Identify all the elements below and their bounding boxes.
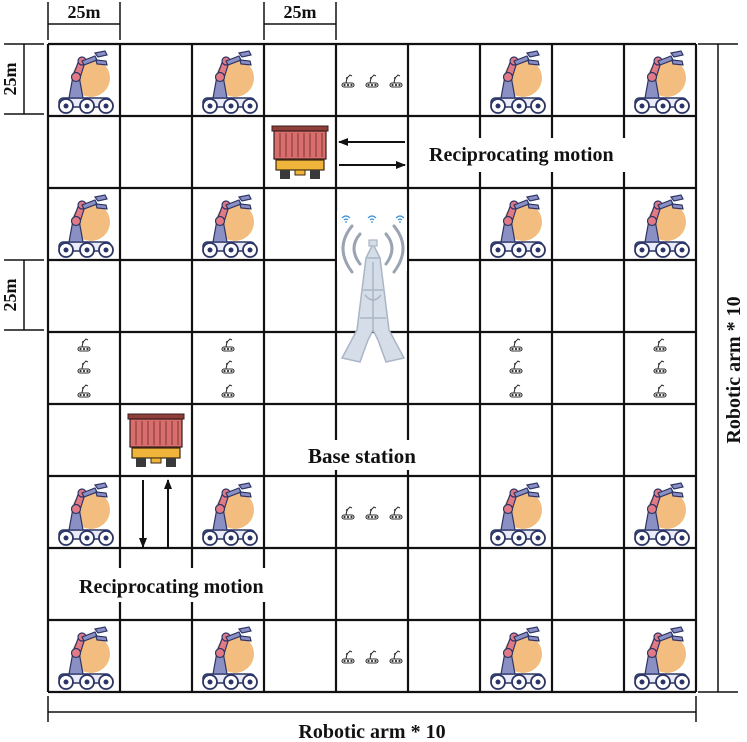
robotic-arm-icon: [58, 194, 114, 258]
agv-vehicle-icon: [271, 125, 329, 180]
mini-robot-icon: [653, 360, 667, 374]
mini-robot-icon: [221, 338, 235, 352]
mini-robot-icon: [365, 506, 379, 520]
dimension-right: Robotic arm * 10: [698, 43, 745, 693]
robotic-arm-icon: [634, 482, 690, 546]
mini-robot-icon: [389, 506, 403, 520]
mini-robot-icon: [509, 360, 523, 374]
mini-robot-icon: [77, 360, 91, 374]
robotic-arm-icon: [490, 482, 546, 546]
mini-robot-icon: [221, 360, 235, 374]
mini-robot-icon: [77, 338, 91, 352]
mini-robot-icon: [653, 384, 667, 398]
robotic-arm-icon: [58, 626, 114, 690]
robotic-arm-icon: [202, 626, 258, 690]
motion-label-bottom: Reciprocating motion: [79, 576, 264, 598]
mini-robot-icon: [509, 384, 523, 398]
dimension-bottom: Robotic arm * 10: [47, 696, 697, 742]
mini-robot-icon: [341, 74, 355, 88]
dim-label-top-mid: 25m: [284, 2, 317, 22]
robotic-arm-icon: [202, 482, 258, 546]
robotic-arm-icon: [634, 194, 690, 258]
base-station-label: Base station: [308, 444, 416, 468]
bottom-axis-label: Robotic arm * 10: [298, 721, 445, 742]
mini-robot-icon: [389, 74, 403, 88]
mini-robot-icon: [653, 338, 667, 352]
motion-arrows-left: [139, 479, 172, 548]
mini-robot-icon: [221, 384, 235, 398]
dimension-top: 25m 25m: [47, 2, 337, 40]
robotic-arm-icon: [634, 626, 690, 690]
robotic-arm-icon: [490, 626, 546, 690]
dim-label-left-mid: 25m: [0, 279, 20, 312]
agv-vehicle-icon: [127, 413, 185, 468]
motion-label-top: Reciprocating motion: [429, 144, 614, 166]
robotic-arm-icon: [58, 482, 114, 546]
robotic-arm-icon: [490, 194, 546, 258]
base-station-tower-icon: [337, 211, 407, 363]
mini-robot-icon: [389, 650, 403, 664]
mini-robot-icon: [341, 506, 355, 520]
robotic-arm-icon: [634, 50, 690, 114]
mini-robot-icon: [365, 650, 379, 664]
vehicle-group: [127, 125, 329, 468]
robotic-arm-icon: [202, 194, 258, 258]
robotic-arm-icon: [58, 50, 114, 114]
dim-label-left-top: 25m: [0, 63, 20, 96]
dimension-left: 25m 25m: [0, 43, 44, 331]
robotic-arm-icon: [202, 50, 258, 114]
robotic-arm-icon: [490, 50, 546, 114]
dim-label-top-left: 25m: [68, 2, 101, 22]
mini-robot-icon: [365, 74, 379, 88]
mini-robot-icon: [77, 384, 91, 398]
right-axis-label: Robotic arm * 10: [723, 296, 745, 443]
mini-robot-icon: [341, 650, 355, 664]
mini-robot-icon: [509, 338, 523, 352]
motion-arrows-top: [338, 138, 406, 169]
